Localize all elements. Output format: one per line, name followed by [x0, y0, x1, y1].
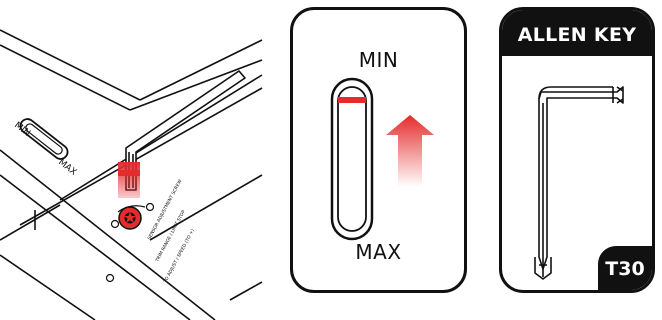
plus-mark-icon [145, 202, 155, 212]
gauge-slot-icon [330, 77, 434, 241]
rotation-arrow-icon [117, 205, 146, 213]
turn-highlight [118, 162, 140, 198]
housing-slot: MIN MAX [12, 118, 78, 178]
torx-l-key-icon [534, 86, 624, 280]
minus-mark-icon [110, 219, 120, 229]
key-size-badge: T30 [598, 246, 652, 290]
adjustment-screw-icon [118, 206, 142, 230]
indicator-dot-icon [105, 273, 115, 283]
up-arrow-icon [386, 115, 434, 187]
allen-key-panel: ALLEN KEY T30 [499, 7, 655, 293]
gauge-min-label: MIN [358, 48, 399, 72]
device-housing [0, 29, 263, 320]
allen-key-header: ALLEN KEY [502, 10, 652, 56]
gauge-min-indicator [338, 97, 366, 103]
min-max-gauge-panel: MIN MAX [290, 7, 467, 293]
housing-slot-max-label: MAX [56, 157, 78, 177]
gauge-max-label: MAX [355, 240, 402, 264]
housing-printed-text: SENSOR ADJUSTMENT SCREW TRIM RANGE / LIM… [146, 178, 196, 285]
